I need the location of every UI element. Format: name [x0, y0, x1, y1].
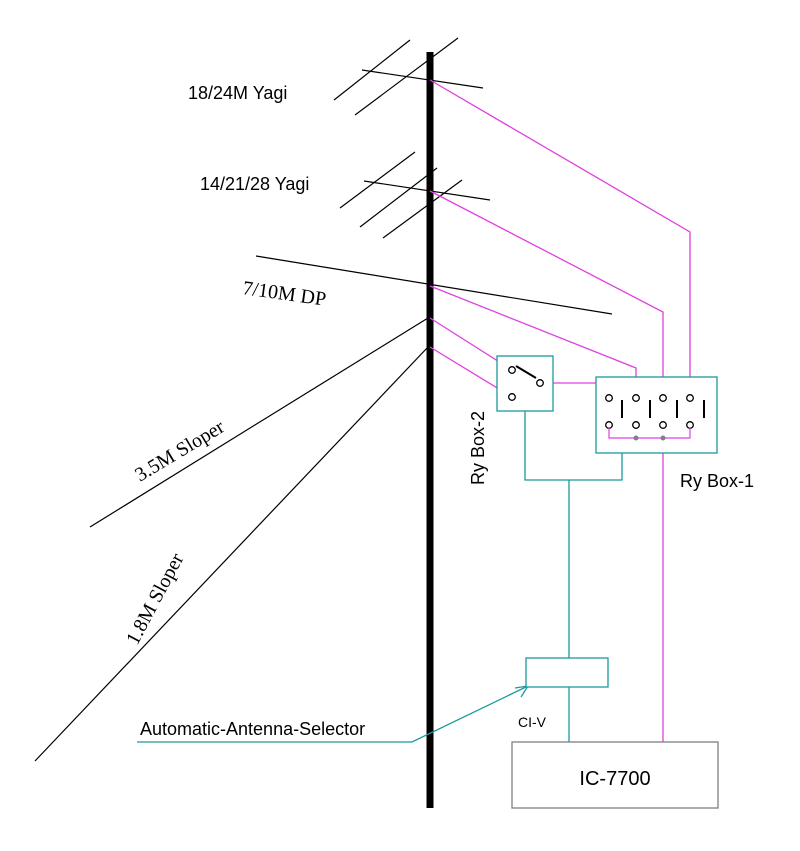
- label-civ: CI-V: [518, 714, 547, 730]
- yagi-18-24-antenna: [333, 37, 484, 116]
- dipole-7-10-antenna: [255, 255, 613, 315]
- label-yagi-14-21-28: 14/21/28 Yagi: [200, 174, 309, 194]
- relay-box-1: [595, 376, 718, 454]
- sloper-1-8-antenna: [34, 346, 429, 762]
- relay-box-2-switch: [508, 365, 544, 401]
- relay-box-2: [496, 355, 554, 412]
- relay-box-1-common-bus: [608, 428, 691, 441]
- coax-feedlines: [429, 79, 691, 742]
- label-dipole-7-10: 7/10M DP: [241, 277, 327, 310]
- label-yagi-18-24: 18/24M Yagi: [188, 83, 287, 103]
- label-relay-box-2: Ry Box-2: [468, 411, 488, 485]
- antenna-selector-box: [525, 657, 609, 688]
- control-lines: [137, 411, 623, 743]
- sloper-3-5-antenna: [89, 317, 429, 528]
- label-radio: IC-7700: [579, 768, 650, 790]
- radio-box: [511, 741, 719, 809]
- label-relay-box-1: Ry Box-1: [680, 471, 754, 491]
- label-selector: Automatic-Antenna-Selector: [140, 719, 365, 739]
- yagi-14-21-28-antenna: [339, 151, 491, 239]
